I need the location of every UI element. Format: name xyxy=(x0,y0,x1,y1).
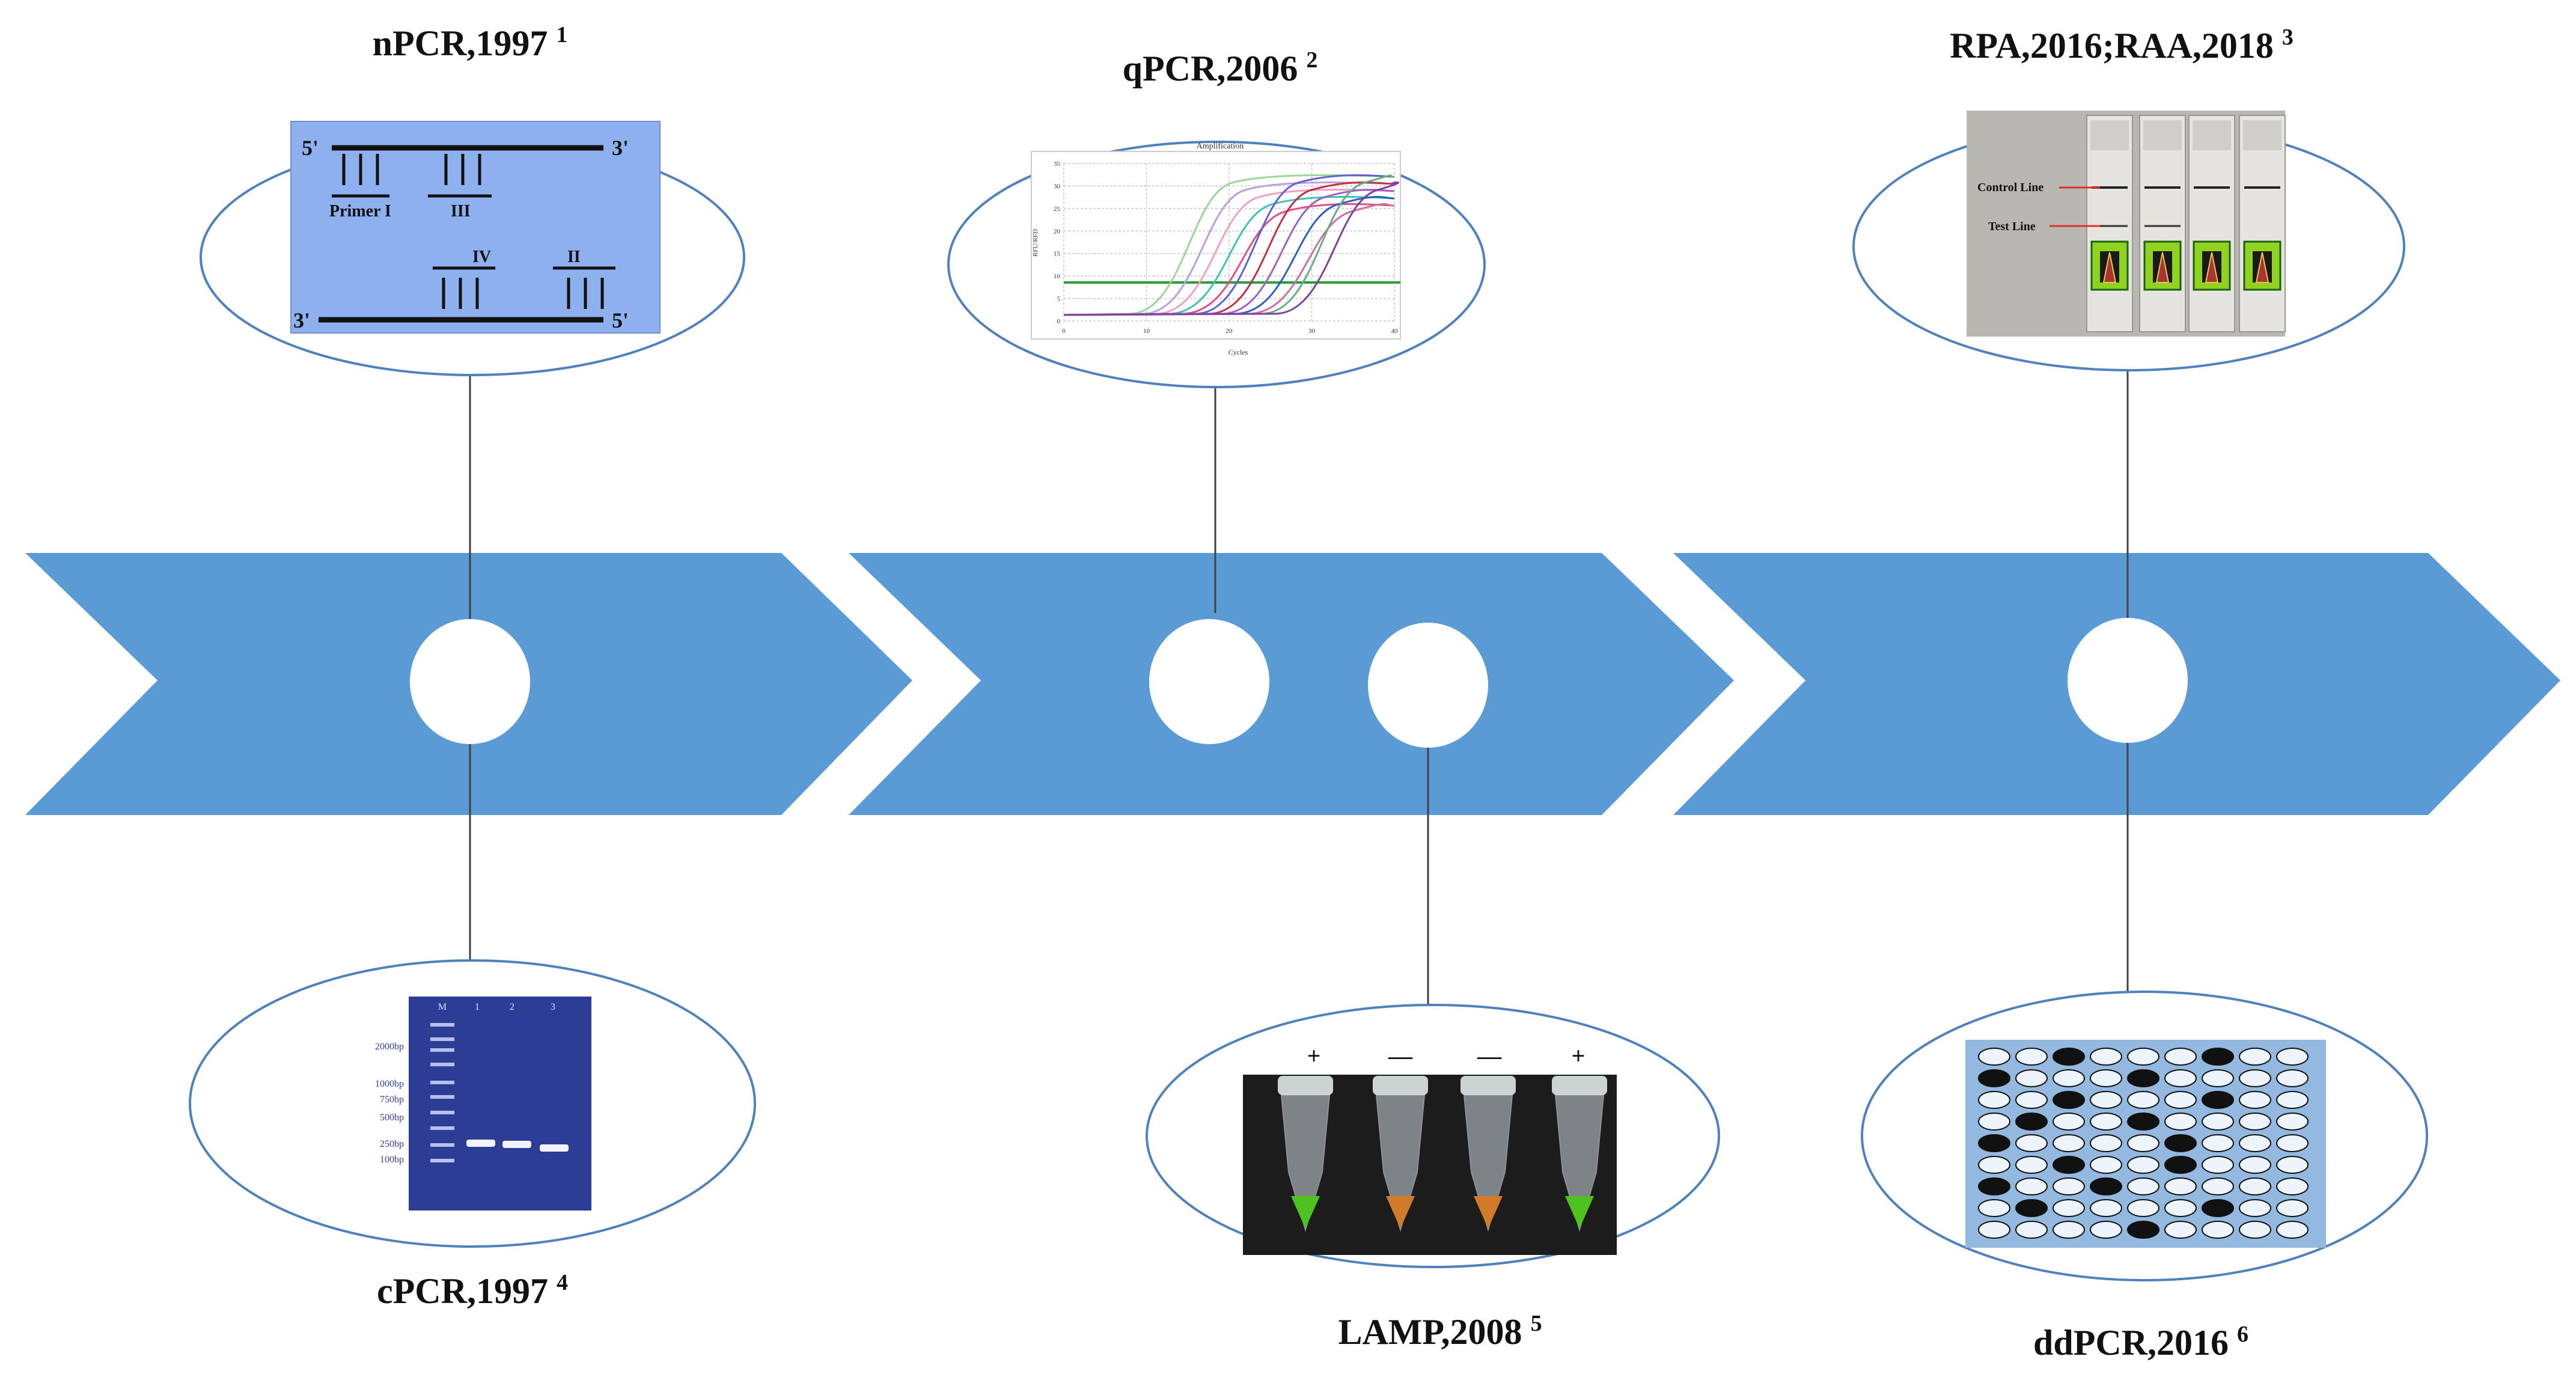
gel-lane-label: 1 xyxy=(475,1002,480,1012)
qpcr-x-tick: 10 xyxy=(1143,328,1150,335)
qpcr-x-axis-label: Cycles xyxy=(1228,348,1248,356)
npcr-end-3-top: 3' xyxy=(612,136,629,160)
qpcr-amplification-plot: Amplification 35 30 25 20 15 10 5 0 0 10 20 30 40 C… xyxy=(1031,142,1401,356)
npcr-primer-diagram: 5' 3' 3' 5' Primer I III IV II xyxy=(290,121,661,334)
primer-i-label: Primer I xyxy=(329,202,391,221)
qpcr-y-tick: 5 xyxy=(1057,296,1061,303)
primer-ii-label: II xyxy=(567,248,581,266)
qpcr-y-tick: 20 xyxy=(1054,228,1061,235)
lamp-result-sign: — xyxy=(1477,1042,1502,1069)
qpcr-y-tick: 35 xyxy=(1054,160,1061,168)
control-line-label: Control Line xyxy=(1977,181,2043,194)
primer-iii-label: III xyxy=(451,202,471,221)
cpcr-gel-image: M 1 2 3 2000bp 1000bp 750bp 500bp 250bp 100bp xyxy=(329,997,591,1211)
gel-marker-label: 100bp xyxy=(380,1155,404,1165)
gel-marker-label: 2000bp xyxy=(375,1042,404,1052)
gel-lane-label: 3 xyxy=(551,1002,555,1012)
qpcr-y-tick: 15 xyxy=(1054,251,1061,258)
qpcr-y-tick: 30 xyxy=(1054,183,1061,190)
qpcr-y-axis-label: RFU/RFD xyxy=(1032,229,1039,257)
qpcr-y-tick: 25 xyxy=(1054,206,1061,213)
lamp-result-sign: + xyxy=(1572,1042,1586,1069)
npcr-end-5-top: 5' xyxy=(302,136,319,160)
rpa-test-strips-photo: Control Line Test Line xyxy=(1967,111,2286,337)
qpcr-x-tick: 30 xyxy=(1308,328,1316,335)
node-2008 xyxy=(1368,623,1488,748)
npcr-end-3-bottom: 3' xyxy=(293,308,310,332)
lamp-tubes-photo: + — — + xyxy=(1243,1042,1617,1255)
gel-marker-label: 250bp xyxy=(380,1139,404,1149)
npcr-end-5-bottom: 5' xyxy=(612,308,629,332)
ddpcr-droplet-grid xyxy=(1965,1040,2326,1248)
primer-iv-label: IV xyxy=(472,248,491,266)
qpcr-x-tick: 40 xyxy=(1391,328,1399,335)
timeline-arrow-2 xyxy=(849,553,1734,815)
test-line-label: Test Line xyxy=(1988,220,2036,233)
qpcr-x-tick: 20 xyxy=(1226,328,1233,335)
lamp-result-sign: — xyxy=(1388,1042,1413,1069)
qpcr-plot-title: Amplification xyxy=(1197,142,1244,151)
node-2016 xyxy=(2068,618,2188,743)
node-2006 xyxy=(1149,619,1269,744)
qpcr-x-tick: 0 xyxy=(1062,328,1066,335)
gel-lane-label: M xyxy=(438,1002,447,1012)
qpcr-y-tick: 10 xyxy=(1054,273,1061,280)
qpcr-y-tick: 0 xyxy=(1057,318,1061,325)
lamp-result-sign: + xyxy=(1307,1042,1321,1069)
gel-lane-label: 2 xyxy=(510,1002,514,1012)
gel-marker-label: 500bp xyxy=(380,1113,404,1123)
gel-marker-label: 750bp xyxy=(380,1094,404,1105)
gel-marker-label: 1000bp xyxy=(375,1079,404,1089)
node-1997 xyxy=(410,619,530,744)
